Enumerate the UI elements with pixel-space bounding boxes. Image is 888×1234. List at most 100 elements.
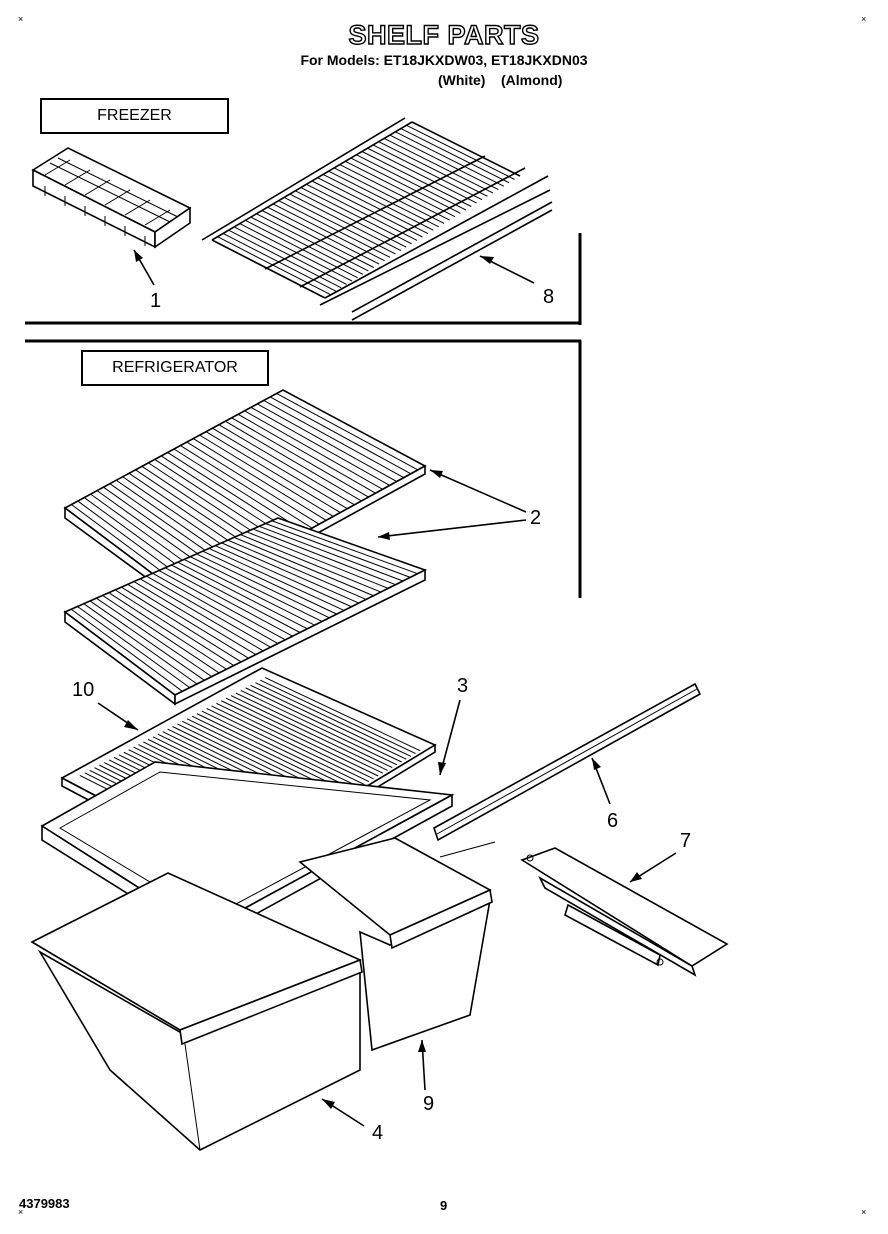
- drawing-hatch-line: [221, 542, 360, 604]
- drawing-hatch-line: [300, 187, 412, 245]
- drawing-hatch-line: [244, 410, 383, 490]
- drawing-hatch-line: [383, 137, 494, 194]
- callout-arrow-3: [438, 699, 461, 776]
- drawing-hatch-line: [240, 534, 382, 593]
- drawing-hatch-line: [202, 550, 337, 615]
- drawing-hatch-line: [89, 600, 205, 681]
- drawing-hatch-line: [350, 157, 461, 214]
- callout-number-2: 2: [530, 507, 542, 529]
- drawing-hatch-line: [250, 216, 364, 275]
- registration-mark-top-right: ×: [861, 14, 867, 24]
- drawing-hatch-line: [255, 682, 412, 757]
- callout-arrow-10: [97, 702, 139, 731]
- drawing-hatch-line: [295, 190, 407, 248]
- drawing-hatch-line: [211, 705, 370, 783]
- drawing-hatch-line: [250, 406, 390, 486]
- freezer-section-frame: [25, 233, 582, 325]
- drawing-hatch-line: [77, 606, 190, 689]
- drawing-hatch-line: [257, 403, 398, 482]
- drawing-hatch-line: [225, 697, 384, 774]
- drawing-hatch-line: [259, 525, 404, 582]
- drawing-hatch-line: [215, 545, 352, 608]
- drawing-hatch-line: [345, 160, 456, 218]
- drawing-hatch-line: [235, 692, 393, 769]
- drawing-hatch-line: [201, 710, 360, 788]
- drawing-hatch-line: [278, 200, 391, 258]
- drawing-hatch-line: [261, 210, 374, 268]
- callout-number-3: 3: [457, 675, 469, 697]
- refrigerator-shelf-lower-part: [63, 517, 428, 706]
- drawing-hatch-line: [133, 581, 257, 655]
- drawing-hatch-line: [221, 700, 379, 777]
- drawing-hatch-line: [180, 445, 313, 529]
- drawing-hatch-line: [406, 124, 515, 180]
- callout-number-1: 1: [150, 290, 162, 312]
- drawing-hatch-line: [233, 226, 347, 285]
- crisper-drawer-large-part: [30, 872, 363, 1151]
- drawing-hatch-line: [108, 592, 227, 670]
- drawing-hatch-line: [212, 427, 348, 510]
- drawing-hatch-line: [272, 203, 385, 262]
- callout-number-4: 4: [372, 1122, 384, 1144]
- drawing-hatch-line: [216, 702, 374, 780]
- crisper-drawer-small-part: [298, 837, 493, 1052]
- drawing-hatch-line: [225, 420, 362, 502]
- drawing-hatch-line: [250, 684, 407, 760]
- drawing-hatch-line: [237, 413, 376, 494]
- drawing-hatch-line: [222, 232, 337, 292]
- drawing-hatch-line: [389, 134, 499, 191]
- ice-cube-tray-part: [31, 147, 192, 249]
- drawing-hatch-line: [206, 708, 365, 785]
- drawing-hatch-line: [114, 589, 235, 667]
- drawing-hatch-line: [231, 417, 369, 498]
- page-number: 9: [440, 1198, 448, 1213]
- drawing-hatch-line: [239, 223, 353, 282]
- callout-number-6: 6: [607, 810, 619, 832]
- drawing-hatch-line: [227, 539, 367, 600]
- drawing-hatch-line: [356, 154, 467, 211]
- document-number: 4379983: [19, 1196, 70, 1211]
- drawing-hatch-line: [146, 575, 271, 648]
- drawing-hatch-line: [96, 597, 213, 678]
- refrigerator-section-label: REFRIGERATOR: [81, 350, 269, 386]
- drawing-hatch-line: [218, 424, 355, 506]
- callout-arrow-7: [629, 852, 677, 883]
- drawing-hatch-line: [233, 536, 374, 597]
- drawing-hatch-line: [269, 396, 412, 475]
- drawing-hatch-line: [260, 679, 416, 755]
- drawing-hatch-line: [367, 147, 477, 204]
- drawing-hatch-line: [164, 567, 293, 637]
- drawing-hatch-line: [208, 547, 345, 611]
- leader-line: [439, 841, 496, 858]
- drawing-hatch-line: [267, 206, 380, 265]
- callout-arrow-1: [133, 249, 155, 286]
- drawing-hatch-line: [245, 219, 358, 279]
- drawing-hatch-line: [177, 561, 308, 630]
- drawing-hatch-line: [328, 170, 439, 228]
- drawing-hatch-line: [306, 183, 418, 241]
- drawing-hatch-line: [276, 393, 419, 471]
- drawing-hatch-line: [240, 689, 398, 766]
- color-variants: (White) (Almond): [438, 72, 563, 88]
- registration-mark-bottom-right: ×: [861, 1207, 867, 1217]
- drawing-hatch-line: [171, 564, 301, 633]
- refrigerator-section-frame: [25, 339, 582, 598]
- callout-number-9: 9: [423, 1093, 435, 1115]
- drawing-hatch-line: [199, 434, 334, 517]
- drawing-hatch-line: [186, 441, 320, 525]
- crisper-slide-bracket-part: [520, 847, 729, 977]
- drawing-hatch-line: [333, 167, 445, 224]
- drawing-hatch-line: [158, 570, 286, 641]
- callout-arrow-8: [479, 255, 535, 284]
- drawing-hatch-line: [192, 438, 327, 521]
- drawing-hatch-line: [252, 528, 396, 586]
- drawing-hatch-line: [205, 431, 341, 514]
- drawing-hatch-line: [230, 695, 388, 771]
- drawing-hatch-line: [339, 164, 450, 221]
- freezer-section-label: FREEZER: [40, 98, 229, 134]
- drawing-hatch-line: [378, 141, 488, 197]
- drawing-hatch-line: [317, 177, 429, 235]
- drawing-hatch-line: [264, 677, 421, 752]
- drawing-hatch-line: [265, 523, 411, 578]
